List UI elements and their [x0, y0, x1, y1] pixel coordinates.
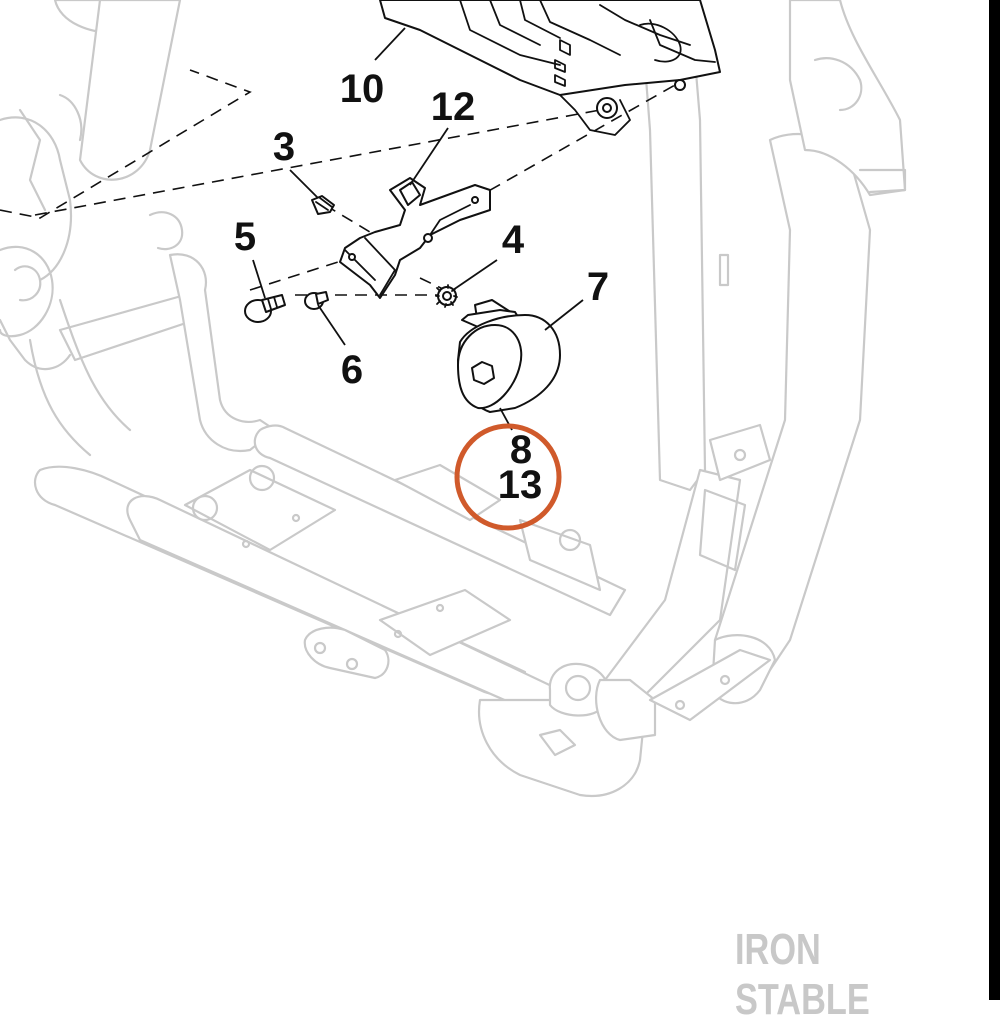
callout-6: 6	[341, 348, 363, 392]
callout-4: 4	[502, 218, 525, 262]
watermark-text: IRON STABLE	[735, 925, 870, 1024]
callout-10: 10	[340, 67, 385, 111]
callout-8: 8	[510, 428, 532, 472]
part-4-lock-washer	[435, 284, 458, 308]
callout-5: 5	[234, 215, 256, 259]
callout-3: 3	[273, 125, 295, 169]
callout-12: 12	[431, 85, 476, 129]
part-5-bolt	[244, 294, 286, 323]
callout-13: 13	[498, 463, 543, 507]
parts-diagram: 10 12 3 5 4 7 6 8 13	[0, 0, 907, 798]
callout-numbers: 10 12 3 5 4 7 6 8 13	[234, 67, 609, 507]
part-7-cylinder	[457, 299, 561, 413]
highlight-circle	[454, 423, 562, 531]
frame-outline	[0, 0, 907, 798]
part-10-top-assembly	[379, 0, 721, 136]
part-3-screw	[311, 195, 335, 215]
leader-lines	[252, 27, 584, 431]
part-6-fastener	[304, 291, 329, 310]
part-12-bracket	[339, 177, 491, 299]
callout-7: 7	[587, 265, 609, 309]
right-border-bar	[989, 0, 1000, 1000]
